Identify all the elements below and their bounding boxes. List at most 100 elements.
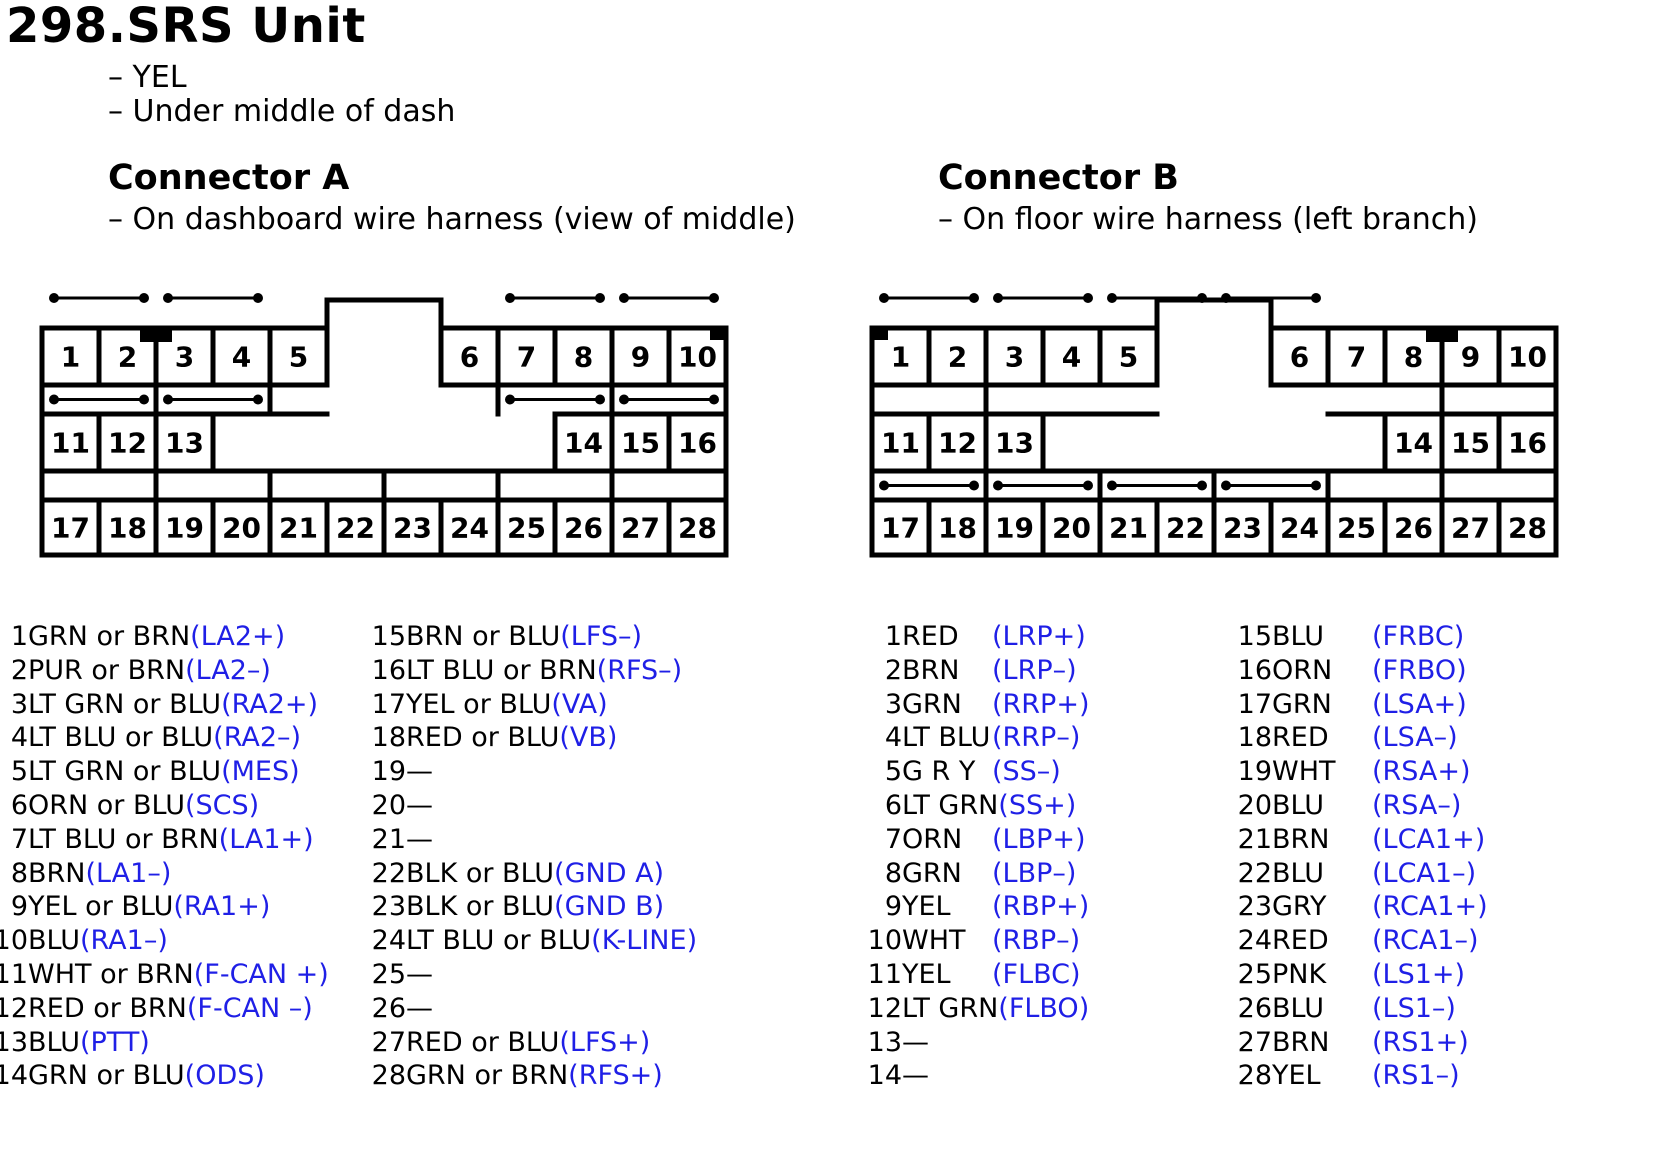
shorting-bar-dot: [505, 394, 515, 405]
signal-name: (RRP+): [992, 688, 1090, 720]
pin-entry: 17GRN(LSA+): [1222, 688, 1467, 722]
wire-color: LT BLU: [902, 722, 991, 754]
signal-name: (LFS+): [559, 1026, 651, 1058]
pin-number: 2: [948, 341, 967, 374]
wire-color: BLK or BLU: [406, 857, 555, 889]
pin-number: 13: [867, 1026, 902, 1058]
pin-number: 25: [1237, 959, 1272, 990]
pin-entry: 4LT BLU(RRP–): [852, 721, 1081, 755]
pin-entry: 28YEL(RS1–): [1222, 1059, 1460, 1093]
wire-color: BLU: [1272, 992, 1324, 1024]
wire-color: BLU: [1272, 621, 1324, 652]
pin-number: 25: [507, 512, 546, 545]
pin-number: 13: [165, 427, 204, 460]
pin-number: 17: [51, 512, 90, 545]
wire-color: YEL: [1272, 1060, 1321, 1092]
wire-color: RED: [1272, 722, 1329, 754]
pin-number: 23: [393, 512, 432, 545]
pin-number: 1: [10, 621, 28, 652]
pin-entry: 12RED or BRN(F-CAN –): [0, 992, 313, 1026]
wire-color: GRN: [902, 857, 962, 889]
wire-color: PNK: [1272, 959, 1327, 990]
pin-number: 24: [1237, 925, 1272, 957]
pin-entry: 21BRN(LCA1+): [1222, 823, 1486, 857]
shorting-bar-dot: [139, 293, 149, 303]
pin-entry: 13BLU(PTT): [0, 1026, 150, 1060]
wire-color: GRN: [1272, 688, 1332, 720]
pin-number: 22: [1166, 512, 1205, 545]
pin-entry: 25—: [356, 958, 433, 992]
signal-name: (F-CAN +): [193, 959, 329, 990]
wire-color: LT BLU or BRN: [28, 823, 219, 855]
signal-name: (FRBO): [1372, 654, 1467, 686]
shorting-bar-dot: [163, 394, 173, 405]
pin-number: 2: [884, 654, 902, 686]
pin-entry: 9YEL(RBP+): [852, 890, 1089, 924]
connector-a-subtitle: – On dashboard wire harness (view of mid…: [108, 202, 796, 237]
pin-number: 24: [450, 512, 489, 545]
signal-name: (RSA+): [1372, 756, 1471, 788]
pin-entry: 13—: [852, 1026, 992, 1060]
pin-number: 18: [938, 512, 977, 545]
signal-name: (LA2+): [190, 621, 286, 652]
connector-b-subtitle: – On floor wire harness (left branch): [938, 202, 1478, 237]
shorting-bar-dot: [1083, 480, 1093, 491]
pin-number: 12: [0, 992, 28, 1024]
pin-number: 25: [1337, 512, 1376, 545]
pin-number: 5: [884, 756, 902, 788]
pin-number: 12: [938, 427, 977, 460]
pin-number: 9: [1461, 341, 1480, 374]
pin-number: 16: [1508, 427, 1547, 460]
pin-number: 1: [884, 621, 902, 652]
pin-entry: 23GRY(RCA1+): [1222, 890, 1488, 924]
shorting-bar-dot: [709, 394, 719, 405]
wire-color: YEL or BLU: [406, 688, 552, 720]
wire-color: BLU: [1272, 857, 1324, 889]
latch-marker: [140, 326, 172, 342]
pin-entry: 26BLU(LS1–): [1222, 992, 1456, 1026]
shorting-bar-dot: [993, 293, 1003, 303]
pin-entry: 4LT BLU or BLU(RA2–): [0, 721, 301, 755]
wire-color: RED: [902, 621, 959, 652]
pin-entry: 24LT BLU or BLU(K-LINE): [356, 924, 697, 958]
pin-number: 10: [867, 925, 902, 957]
wire-color: LT GRN or BLU: [28, 688, 222, 720]
pin-number: 11: [0, 959, 28, 990]
pin-number: 6: [1290, 341, 1309, 374]
pin-number: 14: [867, 1060, 902, 1092]
signal-name: (LCA1–): [1372, 857, 1477, 889]
wire-color: —: [406, 790, 433, 821]
wire-color: GRY: [1272, 891, 1327, 923]
pin-entry: 6ORN or BLU(SCS): [0, 789, 259, 823]
pin-entry: 15BLU(FRBC): [1222, 620, 1465, 654]
wire-color: LT BLU or BRN: [406, 654, 597, 686]
pin-number: 17: [371, 688, 406, 720]
pin-number: 5: [1119, 341, 1138, 374]
wire-color: RED: [1272, 925, 1329, 957]
connector-b-title: Connector B: [938, 158, 1179, 198]
pin-entry: 20—: [356, 789, 433, 823]
pin-entry: 7LT BLU or BRN(LA1+): [0, 823, 314, 857]
wire-color: BRN or BLU: [406, 621, 561, 652]
pin-number: 19: [371, 756, 406, 788]
pin-number: 4: [1062, 341, 1081, 374]
signal-name: (LRP+): [992, 621, 1086, 652]
shorting-bar-dot: [1107, 480, 1117, 491]
pin-number: 27: [621, 512, 660, 545]
signal-name: (RSA–): [1372, 790, 1462, 821]
pin-number: 28: [371, 1060, 406, 1092]
pin-number: 14: [1394, 427, 1433, 460]
shorting-bar-dot: [49, 293, 59, 303]
pin-number: 25: [371, 959, 406, 990]
shorting-bar-dot: [49, 394, 59, 405]
pin-number: 18: [371, 722, 406, 754]
pin-entry: 3GRN(RRP+): [852, 688, 1090, 722]
signal-name: (RRP–): [992, 722, 1081, 754]
signal-name: (RA1+): [173, 891, 271, 923]
pin-entry: 12LT GRN(FLBO): [852, 992, 1090, 1026]
signal-name: (LFS–): [560, 621, 643, 652]
wire-color: LT GRN: [902, 992, 999, 1024]
wire-color: GRN or BLU: [28, 1060, 185, 1092]
pin-number: 9: [631, 341, 650, 374]
